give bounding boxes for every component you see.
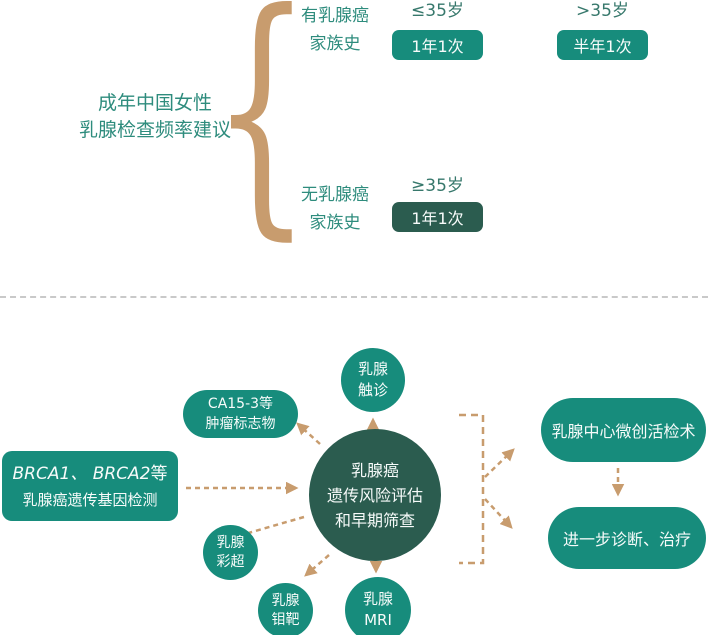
gene-names-suffix: 等 (150, 463, 168, 484)
section-title-line1: 成年中国女性 (97, 92, 212, 114)
arrow-to-biopsy (484, 448, 515, 478)
center-node-line1: 乳腺癌 (350, 460, 399, 480)
branch-without-history-line1: 无乳腺癌 (301, 185, 369, 205)
node-gene-test-line1: BRCA1、 BRCA2等 (13, 461, 168, 488)
curly-brace: { (210, 0, 312, 262)
arrow-to-treatment (484, 498, 513, 529)
node-tumor-marker-line2: 肿瘤标志物 (205, 416, 276, 432)
branch-with-history-line2: 家族史 (309, 34, 361, 54)
node-mammography-line1: 乳腺 (271, 592, 300, 609)
node-breast-mri: 乳腺 MRI (345, 577, 411, 635)
node-breast-ultrasound-line1: 乳腺 (216, 534, 245, 551)
freq-badge-ge35: 1年1次 (392, 202, 483, 232)
pill-further-diagnosis-treatment: 进一步诊断、治疗 (548, 507, 706, 569)
arrow-to-mammography (304, 554, 330, 577)
center-node-risk-assessment: 乳腺癌 遗传风险评估 和早期筛查 (309, 429, 441, 561)
age-label-gt35: >35岁 (576, 1, 629, 21)
branch-without-history-line2: 家族史 (309, 213, 361, 233)
dashed-bracket (459, 413, 485, 565)
branch-with-history-line1: 有乳腺癌 (301, 6, 369, 26)
node-breast-palpation: 乳腺 触诊 (341, 348, 405, 412)
center-node-line2: 遗传风险评估 (326, 485, 423, 505)
pill-minimally-invasive-biopsy: 乳腺中心微创活检术 (541, 398, 706, 462)
node-tumor-marker: CA15-3等 肿瘤标志物 (183, 390, 298, 438)
node-breast-ultrasound: 乳腺 彩超 (203, 525, 258, 580)
age-label-le35: ≤35岁 (411, 1, 464, 21)
branch-without-history-label: 无乳腺癌 家族史 (290, 181, 380, 237)
node-tumor-marker-line1: CA15-3等 (207, 396, 274, 412)
freq-badge-gt35: 半年1次 (557, 30, 648, 60)
section-title: 成年中国女性 乳腺检查频率建议 (40, 90, 270, 144)
age-label-ge35: ≥35岁 (411, 176, 464, 196)
node-gene-test-line2: 乳腺癌遗传基因检测 (22, 490, 158, 509)
freq-badge-le35: 1年1次 (392, 30, 483, 60)
node-breast-mri-line1: 乳腺 (362, 590, 393, 608)
dashed-divider (0, 296, 708, 298)
section-title-line2: 乳腺检查频率建议 (78, 119, 231, 141)
branch-with-history-label: 有乳腺癌 家族史 (290, 2, 380, 58)
node-breast-palpation-line2: 触诊 (357, 381, 388, 399)
node-mammography-line2: 钼靶 (271, 611, 300, 628)
arrow-to-tumor-marker (296, 422, 321, 445)
gene-names-italic: BRCA1、 BRCA2 (12, 463, 151, 484)
node-breast-mri-line2: MRI (364, 611, 392, 629)
center-node-line3: 和早期筛查 (334, 510, 415, 530)
node-gene-test: BRCA1、 BRCA2等 乳腺癌遗传基因检测 (2, 451, 178, 521)
node-breast-palpation-line1: 乳腺 (357, 360, 388, 378)
node-breast-ultrasound-line2: 彩超 (216, 553, 245, 570)
node-mammography: 乳腺 钼靶 (258, 583, 313, 635)
